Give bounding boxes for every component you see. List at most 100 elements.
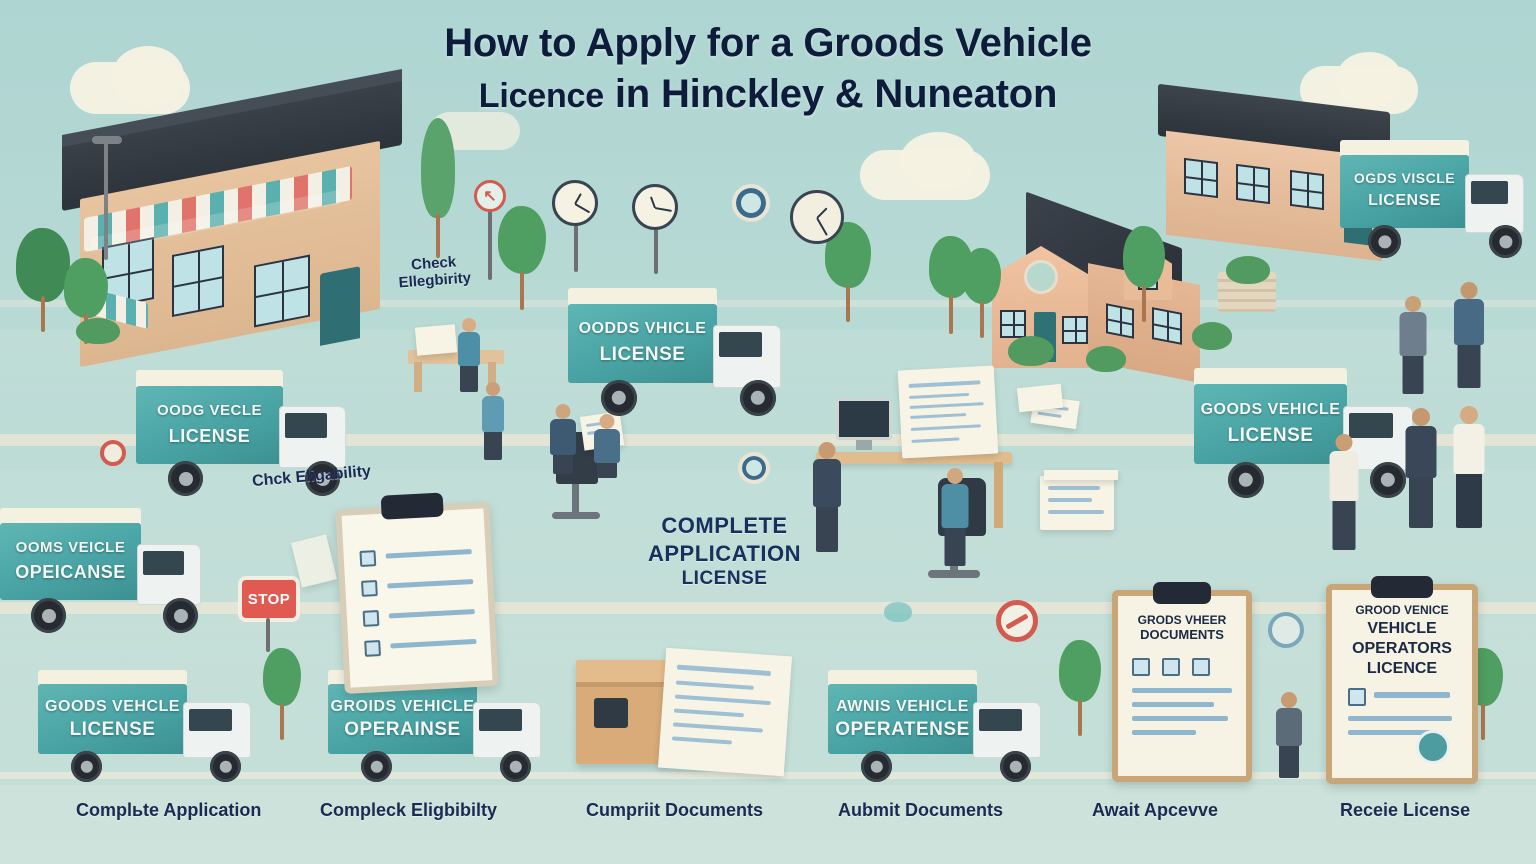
truck-cab (183, 702, 251, 758)
clipboard-checkbox[interactable] (1162, 658, 1180, 676)
person-figure (456, 318, 482, 392)
truck-box-body: OOMS VEICLE OPEICANSE (0, 523, 141, 600)
counter-leg (414, 362, 422, 392)
bush-icon (76, 318, 120, 344)
label-check-eligibility-top: Check Ellegbirity (397, 253, 472, 292)
step-label-2: Compleck Eligbibilty (320, 800, 498, 820)
truck-icon: GOODS VEHCLE LICENSE (38, 670, 264, 786)
clipboard-icon[interactable] (335, 492, 499, 694)
clipboard-checkbox[interactable] (1192, 658, 1210, 676)
house-window (1000, 310, 1026, 338)
truck-cab (473, 702, 541, 758)
arrow-sign-icon: ↖ (474, 180, 506, 212)
truck-wheel (71, 751, 102, 782)
title-line-2-small: Licence (478, 77, 604, 116)
monitor-stand (856, 440, 872, 450)
truck-wheel (361, 751, 392, 782)
truck-windshield (479, 709, 522, 731)
tree-icon (64, 258, 108, 344)
road-top (0, 300, 1536, 307)
bush-icon (1008, 336, 1054, 366)
label-line-1: COMPLETE (661, 513, 788, 538)
stop-sign-icon[interactable]: STOP (238, 576, 300, 622)
person-figure (548, 404, 578, 474)
truck-box-roof (0, 508, 141, 525)
clipboard-clamp (380, 492, 444, 520)
truck-wheel (163, 598, 198, 633)
clipboard-checkbox[interactable] (362, 610, 380, 627)
truck-wheel (601, 380, 637, 416)
tree-icon (420, 118, 456, 258)
truck-label-line-2: LICENSE (1368, 192, 1441, 209)
truck-wheel (305, 461, 340, 496)
truck-label-line-2: OPEICANSE (15, 562, 126, 582)
clock-icon (790, 190, 844, 244)
truck-box-body: AWNIS VEHICLE OPERATENSE (828, 684, 977, 754)
tree-icon (962, 248, 1002, 338)
clipboard-checkbox[interactable] (361, 580, 378, 597)
clipboard-checkbox[interactable] (359, 550, 377, 567)
truck-windshield (1471, 181, 1508, 204)
truck-cab (973, 702, 1041, 758)
clipboard-clamp (1371, 576, 1433, 598)
planter-foliage (1226, 256, 1270, 284)
arrow-sign-post (488, 200, 492, 280)
chair-wheels (552, 512, 600, 519)
truck-windshield (189, 709, 232, 731)
document-icon (414, 324, 458, 356)
step-label-6: Receie License (1340, 800, 1471, 820)
no-entry-icon[interactable] (996, 600, 1038, 642)
clipboard-line (387, 579, 474, 589)
clipboard-icon[interactable]: GRODS VHEER DOCUMENTS (1112, 582, 1252, 782)
clipboard-line (1132, 730, 1196, 735)
truck-wheel (861, 751, 892, 782)
truck-box-body: OODDS VHICLE LICENSE (568, 304, 717, 383)
document-icon (657, 647, 793, 777)
approval-stamp-icon (1416, 730, 1450, 764)
road-mid (0, 602, 1536, 614)
truck-wheel (1228, 462, 1264, 498)
truck-icon: OODG VECLE LICENSE (136, 370, 358, 500)
clipboard-checkbox[interactable] (1132, 658, 1150, 676)
person-figure (1274, 692, 1304, 778)
clipboard-icon[interactable]: GROOD VENICE VEHICLE OPERATORS LICENCE (1326, 576, 1478, 784)
clipboard-title-line-1: GROOD VENICE (1355, 603, 1449, 617)
chair-base (572, 484, 579, 516)
truck-wheel (31, 598, 66, 633)
truck-icon: OOMS VEICLE OPEICANSE (0, 508, 214, 636)
truck-cab (279, 406, 346, 468)
shop-window (172, 244, 224, 318)
clipboard-title-line-2: VEHICLE (1367, 620, 1437, 637)
person-figure (1398, 296, 1428, 394)
badge-icon (1268, 612, 1304, 648)
clipboard-clamp (1153, 582, 1211, 604)
clipboard-title-line-4: LICENCE (1366, 660, 1438, 677)
cloud-icon (112, 46, 184, 106)
truck-label-line-2: LICENSE (168, 426, 251, 446)
truck-cab (713, 325, 781, 388)
truck-label-line-1: OODDS VHICLE (578, 320, 707, 337)
label-complete-application: COMPLETE APPLICATION LICENSE (648, 512, 801, 591)
clipboard-title-line-1: GRODS VHEER (1137, 613, 1227, 627)
truck-box-body: GROIDS VEHICLE OPERAINSE (328, 684, 477, 754)
clipboard-checkbox[interactable] (364, 639, 381, 657)
person-figure (1328, 434, 1360, 550)
person-figure (592, 414, 622, 478)
truck-box-body: GOODS VEHCLE LICENSE (38, 684, 187, 754)
counter-leg (488, 362, 496, 392)
truck-label-line-1: OOMS VEICLE (15, 539, 126, 556)
cloud-icon (900, 132, 976, 190)
truck-label-line-1: OGDS VISCLE (1353, 170, 1456, 186)
tree-icon (498, 206, 546, 310)
clipboard-checkbox[interactable] (1348, 688, 1366, 706)
truck-label-line-2: LICENSE (69, 719, 156, 740)
truck-windshield (1349, 413, 1393, 438)
truck-box-body: OGDS VISCLE LICENSE (1340, 155, 1469, 228)
house-round-window (1024, 260, 1058, 294)
clipboard-line (1132, 716, 1228, 721)
truck-label-line-2: OPERATENSE (835, 719, 970, 740)
step-label-5: Await Apcevve (1092, 800, 1219, 820)
document-icon (897, 365, 999, 459)
truck-box-roof (568, 288, 717, 305)
truck-icon: OGDS VISCLE LICENSE (1340, 140, 1536, 262)
